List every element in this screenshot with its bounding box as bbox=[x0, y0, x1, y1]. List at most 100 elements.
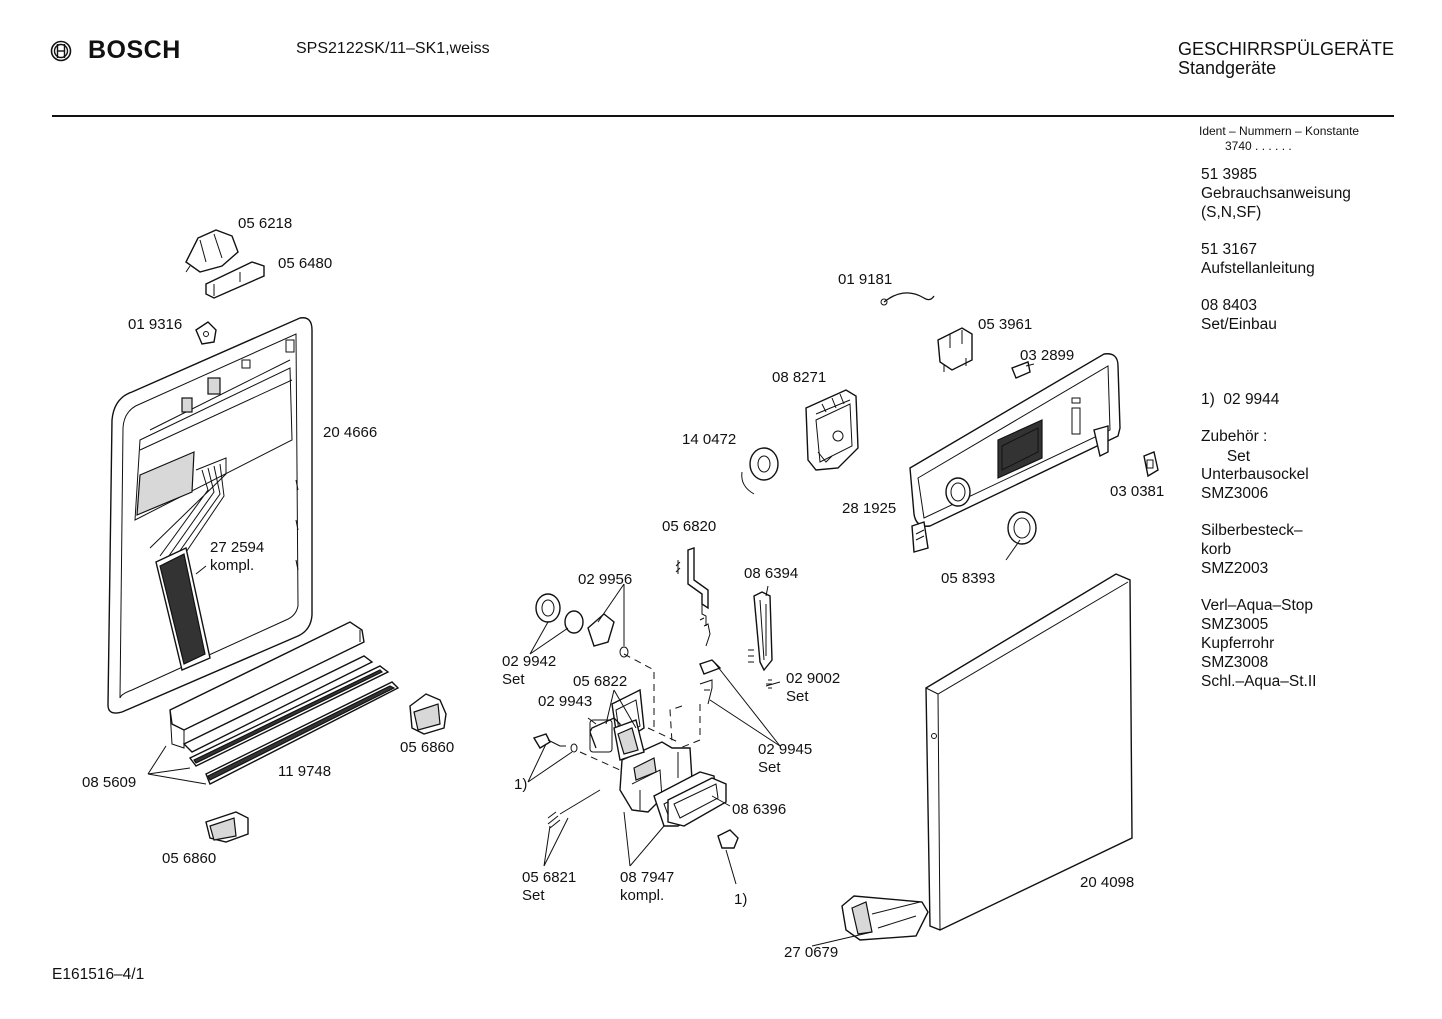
selector-knob-part bbox=[741, 447, 779, 495]
part-label-085609: 08 5609 bbox=[82, 774, 137, 791]
part-label-056821: 05 6821 Set bbox=[522, 869, 576, 905]
ident-title: Ident – Nummern – Konstante bbox=[1199, 124, 1360, 138]
ident-value: 3740 . . . . . . bbox=[1225, 139, 1292, 153]
sidebar-line: 1) 02 9944 bbox=[1201, 391, 1280, 408]
sidebar-line: korb bbox=[1201, 541, 1232, 558]
side-clip-part bbox=[1143, 451, 1159, 478]
part-label-087947: 08 7947 kompl. bbox=[620, 869, 674, 905]
category-title: GESCHIRRSPÜLGERÄTE bbox=[1178, 39, 1395, 59]
part-number: 05 6821 bbox=[522, 869, 577, 886]
sidebar-line: Zubehör : bbox=[1201, 428, 1268, 445]
footnote-marker-left: 1) bbox=[514, 776, 528, 793]
sidebar-block-manual: 51 3985 Gebrauchsanweisung (S,N,SF) bbox=[1201, 165, 1351, 222]
part-label-032899: 03 2899 bbox=[1020, 347, 1075, 364]
control-panel-part bbox=[909, 353, 1121, 553]
sidebar-line: SMZ2003 bbox=[1201, 560, 1269, 577]
part-label-029942: 02 9942 Set bbox=[502, 653, 556, 689]
bracket-part bbox=[675, 547, 709, 626]
rotary-knob-part bbox=[1007, 511, 1037, 545]
brand-name: BOSCH bbox=[88, 36, 181, 64]
sidebar-line: 51 3167 bbox=[1201, 241, 1258, 258]
part-label-056860-upper: 05 6860 bbox=[400, 739, 455, 756]
valve-part bbox=[532, 733, 578, 753]
part-note: kompl. bbox=[620, 887, 665, 904]
handle-rail-part bbox=[169, 621, 400, 785]
sidebar-line: Schl.–Aqua–St.II bbox=[1201, 673, 1317, 690]
part-label-056480: 05 6480 bbox=[278, 255, 333, 272]
knob-part bbox=[535, 593, 629, 658]
part-note: Set bbox=[522, 887, 545, 904]
sidebar-line: Silberbesteck– bbox=[1201, 522, 1303, 539]
part-label-272594: 27 2594 kompl. bbox=[210, 539, 264, 575]
model-number: SPS2122SK/11–SK1,weiss bbox=[296, 40, 490, 57]
sidebar-line: 08 8403 bbox=[1201, 297, 1258, 314]
spring-part bbox=[547, 789, 601, 829]
small-clip-part bbox=[195, 321, 217, 345]
sidebar-line: Set bbox=[1201, 448, 1251, 465]
sidebar-block-accessories-title: Zubehör : bbox=[1201, 427, 1267, 446]
part-label-029002: 02 9002 Set bbox=[786, 670, 840, 706]
part-number: 02 9942 bbox=[502, 653, 557, 670]
sidebar-line: Gebrauchsanweisung bbox=[1201, 185, 1351, 202]
sidebar-line: Set/Einbau bbox=[1201, 316, 1277, 333]
part-label-029943: 02 9943 bbox=[538, 693, 593, 710]
sidebar-line: Kupferrohr bbox=[1201, 635, 1275, 652]
sidebar-line: SMZ3008 bbox=[1201, 654, 1269, 671]
part-label-053961: 05 3961 bbox=[978, 316, 1033, 333]
part-note: Set bbox=[758, 759, 781, 776]
part-label-019181: 01 9181 bbox=[838, 271, 893, 288]
sidebar-block-unterbausockel: Unterbausockel SMZ3006 bbox=[1201, 465, 1309, 503]
part-label-204666: 20 4666 bbox=[323, 424, 378, 441]
part-label-056820: 05 6820 bbox=[662, 518, 717, 535]
sidebar-line: Unterbausockel bbox=[1201, 466, 1309, 483]
screw-part bbox=[699, 623, 722, 705]
outer-door-panel-part bbox=[925, 573, 1133, 931]
inner-door-part bbox=[107, 317, 313, 714]
part-label-030381: 03 0381 bbox=[1110, 483, 1165, 500]
lever-part bbox=[748, 591, 773, 689]
dispenser-part bbox=[589, 688, 727, 827]
sidebar-block-set-einbau: 08 8403 Set/Einbau bbox=[1201, 296, 1277, 334]
sidebar-block-installation: 51 3167 Aufstellanleitung bbox=[1201, 240, 1315, 278]
part-label-086394: 08 6394 bbox=[744, 565, 799, 582]
part-number: 27 2594 bbox=[210, 539, 265, 556]
footnote-marker-right: 1) bbox=[734, 891, 748, 908]
part-label-029956: 02 9956 bbox=[578, 571, 633, 588]
part-label-056218: 05 6218 bbox=[238, 215, 293, 232]
part-label-281925: 28 1925 bbox=[842, 500, 897, 517]
drawing-id: E161516–4/1 bbox=[52, 966, 145, 983]
part-label-056860-lower: 05 6860 bbox=[162, 850, 217, 867]
part-note: kompl. bbox=[210, 557, 255, 574]
part-note: Set bbox=[502, 671, 525, 688]
small-connector-part bbox=[1011, 361, 1031, 379]
wire-part bbox=[880, 292, 935, 306]
part-note: Set bbox=[786, 688, 809, 705]
product-category: GESCHIRRSPÜLGERÄTE Standgeräte bbox=[1178, 40, 1394, 78]
part-label-029945: 02 9945 Set bbox=[758, 741, 812, 777]
sidebar-line: Verl–Aqua–Stop bbox=[1201, 597, 1314, 614]
sidebar-line: (S,N,SF) bbox=[1201, 204, 1262, 221]
part-number: 02 9945 bbox=[758, 741, 813, 758]
hinge-foot-part bbox=[841, 895, 929, 941]
foot-block-part bbox=[205, 693, 447, 843]
sidebar-block-aqua-stop: Verl–Aqua–Stop SMZ3005 Kupferrohr SMZ300… bbox=[1201, 596, 1316, 691]
timer-part bbox=[805, 389, 859, 471]
switch-part bbox=[937, 327, 973, 372]
sidebar-line: Aufstellanleitung bbox=[1201, 260, 1315, 277]
part-number: 08 7947 bbox=[620, 869, 675, 886]
sidebar-block-silberbesteck: Silberbesteck– korb SMZ2003 bbox=[1201, 521, 1303, 578]
sidebar-line: SMZ3005 bbox=[1201, 616, 1269, 633]
bosch-logo: BOSCH bbox=[50, 36, 181, 65]
part-label-058393: 05 8393 bbox=[941, 570, 996, 587]
bosch-armature-icon bbox=[50, 40, 72, 61]
part-label-270679: 27 0679 bbox=[784, 944, 839, 961]
header-divider bbox=[52, 115, 1394, 117]
part-label-019316: 01 9316 bbox=[128, 316, 183, 333]
sidebar-block-footnote: 1) 02 9944 Set bbox=[1201, 352, 1279, 485]
category-subtitle: Standgeräte bbox=[1178, 58, 1277, 78]
sidebar-line: SMZ3006 bbox=[1201, 485, 1269, 502]
part-number: 02 9002 bbox=[786, 670, 841, 687]
part-label-088271: 08 8271 bbox=[772, 369, 827, 386]
door-latch-part bbox=[185, 229, 265, 299]
